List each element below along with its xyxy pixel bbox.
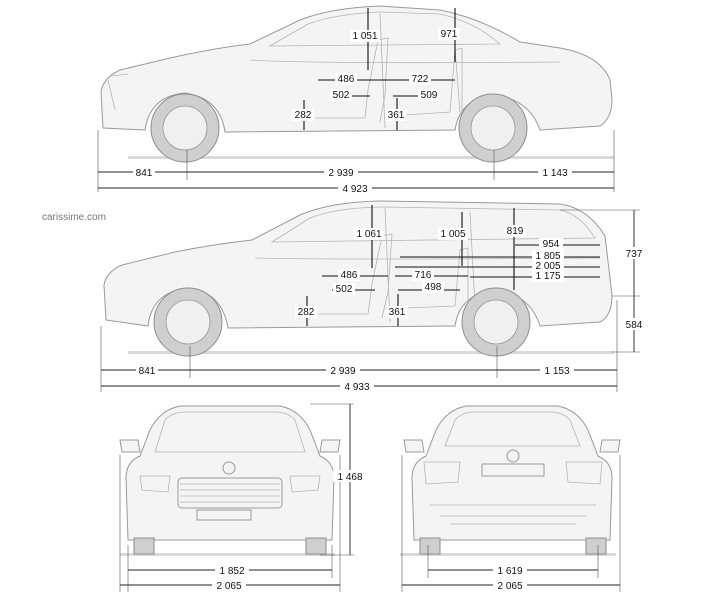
wagon-side-view: 841 2 939 1 153 4 933 737 584 1 061 1 00… bbox=[100, 200, 646, 393]
rear-plate bbox=[481, 463, 545, 477]
rear-taillights bbox=[423, 461, 603, 485]
wagon-extension-lines bbox=[100, 209, 640, 392]
front-view: 1 852 2 065 1 468 bbox=[119, 403, 367, 592]
sedan-rear-overhang-label: 1 143 bbox=[542, 168, 567, 179]
sedan-front-legroom-b-label: 502 bbox=[333, 90, 350, 101]
wagon-rear-legroom-a-label: 716 bbox=[415, 270, 432, 281]
sedan-rear-legroom-b-label: 509 bbox=[421, 90, 438, 101]
sedan-front-grille bbox=[107, 73, 129, 111]
front-height-label: 1 468 bbox=[337, 472, 362, 483]
wagon-interior-labels: 1 061 1 005 819 954 1 805 2 005 1 175 48… bbox=[295, 225, 564, 318]
wagon-rear-seat-height-label: 361 bbox=[389, 307, 406, 318]
sedan-overall-length-label: 4 923 bbox=[342, 184, 367, 195]
wagon-rear-headroom-label: 1 005 bbox=[440, 229, 465, 240]
wagon-cargo-1175-label: 1 175 bbox=[535, 271, 560, 282]
sedan-front-rim bbox=[162, 105, 208, 151]
sedan-rear-legroom-a-label: 722 bbox=[412, 74, 429, 85]
front-left-tyre bbox=[133, 537, 155, 555]
sedan-length-labels: 841 2 939 1 143 4 923 bbox=[133, 166, 572, 195]
sedan-window-line bbox=[268, 11, 502, 47]
wagon-front-rim bbox=[165, 299, 211, 345]
front-extension-lines bbox=[119, 403, 354, 592]
sedan-front-legroom-a-label: 486 bbox=[338, 74, 355, 85]
front-headlights bbox=[139, 475, 321, 493]
wagon-tailgate-height-label: 737 bbox=[626, 249, 643, 260]
wagon-loading-sill-label: 584 bbox=[626, 320, 643, 331]
sedan-extension-lines bbox=[97, 130, 615, 192]
sedan-front-seat-height-label: 282 bbox=[295, 110, 312, 121]
rear-mirrors bbox=[403, 439, 621, 453]
rear-track-label: 1 619 bbox=[497, 566, 522, 577]
watermark: carissime.com bbox=[42, 212, 106, 223]
wagon-cargo-954-label: 954 bbox=[543, 239, 560, 250]
wagon-length-labels: 841 2 939 1 153 4 933 737 584 bbox=[136, 247, 646, 393]
sedan-body-outline bbox=[100, 5, 613, 133]
rear-width-mirrors-label: 2 065 bbox=[497, 581, 522, 592]
front-width-label: 1 852 bbox=[219, 566, 244, 577]
front-mirrors bbox=[119, 439, 341, 453]
rear-extension-lines bbox=[401, 455, 621, 592]
sedan-side-view: 841 2 939 1 143 4 923 1 051 971 486 502 … bbox=[97, 5, 615, 195]
wagon-front-legroom-a-label: 486 bbox=[341, 270, 358, 281]
sedan-rear-seat-height-label: 361 bbox=[388, 110, 405, 121]
sedan-rear-rim bbox=[470, 105, 516, 151]
front-grille bbox=[177, 477, 283, 509]
rear-star-emblem bbox=[506, 449, 520, 463]
sedan-wheelbase-label: 2 939 bbox=[328, 168, 353, 179]
front-width-mirrors-label: 2 065 bbox=[216, 581, 241, 592]
front-star-emblem bbox=[222, 461, 236, 475]
wagon-rear-legroom-b-label: 498 bbox=[425, 282, 442, 293]
wagon-rear-rim bbox=[473, 299, 519, 345]
rear-bumper-lines bbox=[430, 504, 596, 525]
wagon-rear-overhang-label: 1 153 bbox=[544, 366, 569, 377]
sedan-front-overhang-label: 841 bbox=[136, 168, 153, 179]
wagon-front-headroom-label: 1 061 bbox=[356, 229, 381, 240]
wagon-window-line bbox=[270, 206, 596, 243]
rear-ground-line bbox=[400, 553, 616, 556]
front-plate bbox=[196, 509, 252, 521]
wagon-cargo-1805-label: 1 805 bbox=[535, 251, 560, 262]
sedan-front-headroom-label: 1 051 bbox=[352, 31, 377, 42]
wagon-front-legroom-b-label: 502 bbox=[336, 284, 353, 295]
front-ground-line bbox=[120, 553, 335, 556]
wagon-body-outline bbox=[103, 200, 613, 329]
sedan-interior-labels: 1 051 971 486 502 722 509 282 361 bbox=[292, 28, 460, 121]
front-labels: 1 852 2 065 1 468 bbox=[212, 470, 367, 592]
wagon-wheelbase-label: 2 939 bbox=[330, 366, 355, 377]
rear-window bbox=[444, 411, 581, 447]
wagon-cargo-2005-label: 2 005 bbox=[535, 261, 560, 272]
wagon-front-overhang-label: 841 bbox=[139, 366, 156, 377]
rear-right-tyre bbox=[585, 537, 607, 555]
rear-left-tyre bbox=[419, 537, 441, 555]
rear-view: 1 619 2 065 bbox=[400, 405, 621, 592]
sedan-rear-headroom-label: 971 bbox=[441, 29, 458, 40]
wagon-cargo-height-label: 819 bbox=[507, 226, 524, 237]
front-windshield bbox=[154, 411, 306, 453]
sedan-door-line bbox=[249, 13, 561, 129]
wagon-ground-line bbox=[128, 351, 614, 354]
rear-labels: 1 619 2 065 bbox=[493, 564, 527, 592]
wagon-overall-length-label: 4 933 bbox=[344, 382, 369, 393]
front-right-tyre bbox=[305, 537, 327, 555]
front-grille-slats bbox=[180, 483, 280, 503]
sedan-ground-line bbox=[128, 156, 614, 159]
wagon-front-seat-height-label: 282 bbox=[298, 307, 315, 318]
